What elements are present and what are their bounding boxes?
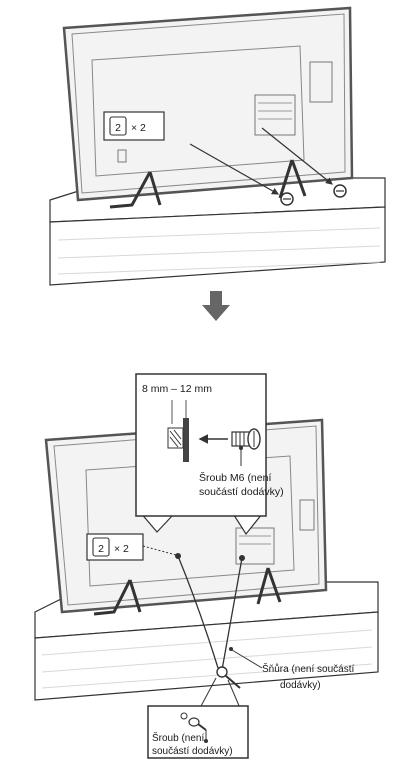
step1-illustration: 2 × 2	[50, 8, 385, 285]
step2-illustration: 2 × 2 8 mm – 12 mm	[35, 374, 378, 758]
screw-icon	[281, 193, 293, 205]
part-number-text: 2	[98, 543, 104, 555]
m6-screw-icon	[232, 429, 260, 449]
part-quantity-text: × 2	[131, 122, 146, 134]
dimension-label: 8 mm – 12 mm	[142, 383, 212, 395]
m6-screw-label-line1: Šroub M6 (není	[199, 471, 271, 484]
tv-rear-panel	[64, 8, 352, 200]
m6-screw-detail-callout: 8 mm – 12 mm	[136, 374, 284, 534]
wood-screw-label-line1: Šroub (není	[152, 731, 204, 744]
cord-label-line2: dodávky)	[280, 680, 321, 691]
down-arrow-icon	[202, 291, 230, 321]
screw-icon	[334, 185, 346, 197]
bracket-plate	[183, 418, 189, 462]
step1-part-callout: 2 × 2	[104, 112, 164, 140]
part-quantity-text: × 2	[114, 543, 129, 555]
threaded-hole-icon	[168, 428, 183, 448]
wood-screw-label-line2: součástí dodávky)	[152, 746, 233, 757]
cord-leader-dot	[229, 647, 233, 651]
part-number-text: 2	[115, 122, 121, 134]
m6-screw-label-line2: součástí dodávky)	[199, 486, 284, 498]
cord-label-line1: Šňůra (není součástí	[262, 662, 354, 675]
